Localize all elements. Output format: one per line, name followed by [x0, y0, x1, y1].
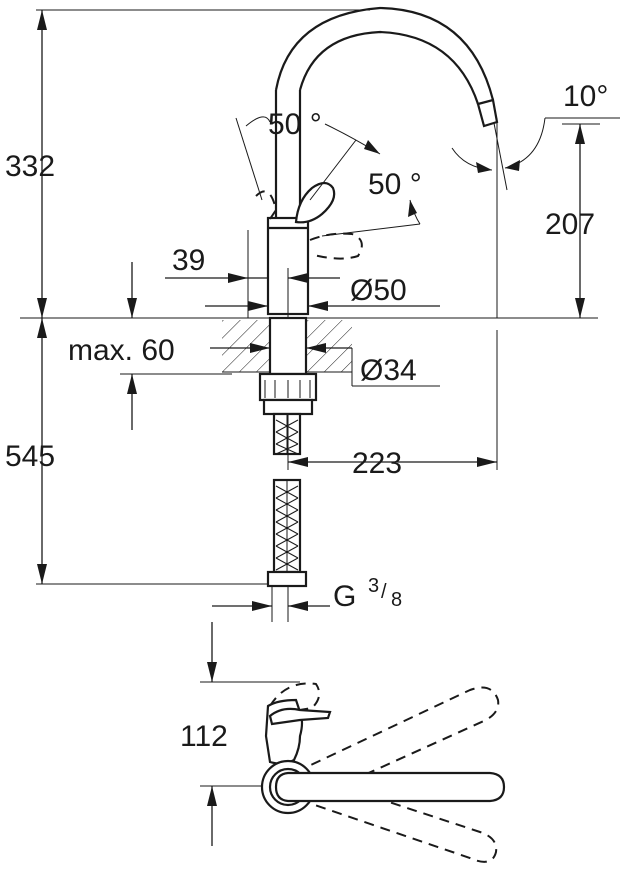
label-diameter-34: Ø34 — [360, 354, 417, 387]
dim-spout-reach: 223 — [287, 330, 498, 480]
label-332: 332 — [5, 150, 55, 183]
label-112: 112 — [180, 720, 228, 753]
label-39: 39 — [172, 244, 205, 277]
dim-spout-height: 207 — [545, 123, 600, 318]
dim-below-height: 545 — [5, 318, 275, 585]
label-207: 207 — [545, 208, 595, 241]
label-thread-num: 3 — [368, 575, 379, 597]
label-diameter-50: Ø50 — [350, 274, 407, 307]
dim-angle-top: 10° — [451, 80, 620, 318]
label-50deg-2: 50 ° — [368, 168, 422, 201]
label-10deg: 10° — [563, 80, 608, 113]
dim-side-height: 112 — [180, 622, 300, 846]
dim-thread: G 3 / 8 — [212, 575, 402, 622]
label-545: 545 — [5, 440, 55, 473]
spout — [274, 6, 499, 218]
dim-max-deck: max. 60 — [68, 262, 270, 430]
label-thread-prefix: G — [333, 580, 356, 613]
dim-body-diameter: Ø50 — [205, 274, 440, 311]
dim-total-height-above: 332 — [5, 9, 370, 318]
label-50deg-1: 50 ° — [268, 108, 322, 141]
dim-lever-angles: 50 ° 50 ° — [235, 108, 422, 237]
side-view — [260, 682, 506, 863]
dim-hole-diameter: Ø34 — [306, 343, 440, 387]
supply-hoses — [266, 412, 308, 588]
label-max-60: max. 60 — [68, 334, 175, 367]
dim-body-offset: 39 — [165, 230, 340, 318]
label-thread-slash: / — [381, 581, 387, 603]
shank-mount — [258, 316, 318, 416]
label-thread-den: 8 — [391, 589, 402, 611]
faucet-body — [266, 216, 310, 318]
label-223: 223 — [352, 447, 402, 480]
